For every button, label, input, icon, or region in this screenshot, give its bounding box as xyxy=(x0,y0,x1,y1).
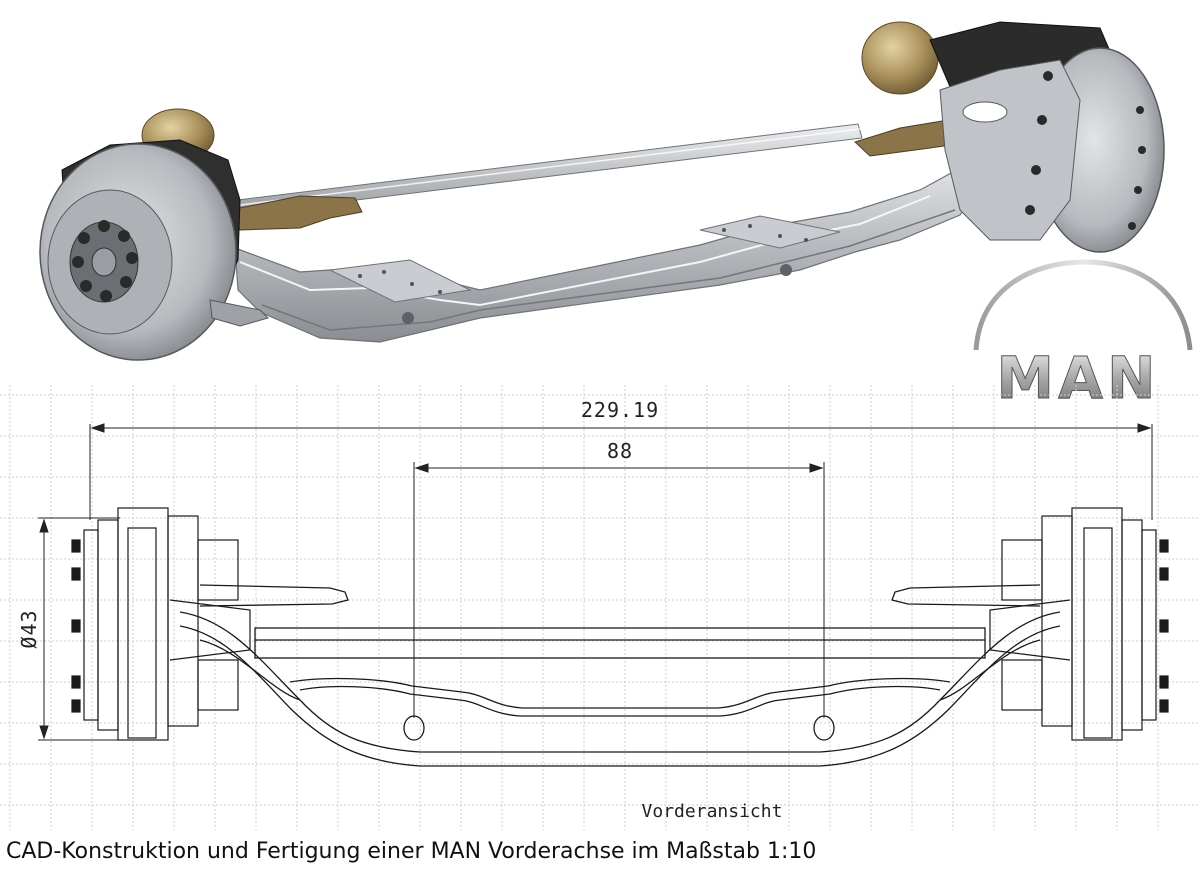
dimension-overall-value: 229.19 xyxy=(581,398,659,422)
man-logo-text: MAN xyxy=(996,344,1159,412)
dimension-diameter xyxy=(38,517,120,741)
steering-arm-left xyxy=(229,195,363,231)
front-view-drawing: 229.19 88 Ø43 xyxy=(0,385,1200,830)
man-logo-arc xyxy=(973,259,1193,351)
left-hub-front-view xyxy=(71,507,251,741)
drawing-grid xyxy=(0,385,1200,830)
right-hub-front-view xyxy=(989,507,1169,741)
view-label: Vorderansicht xyxy=(642,801,783,822)
caption: CAD-Konstruktion und Fertigung einer MAN… xyxy=(6,839,817,864)
right-hub-assembly xyxy=(861,21,1165,253)
dimension-diameter-value: Ø43 xyxy=(17,609,41,648)
dimension-inner-value: 88 xyxy=(607,439,633,463)
left-hub-assembly xyxy=(39,108,269,361)
man-logo: MAN xyxy=(973,259,1193,413)
axle-3d-render xyxy=(39,21,1165,361)
dimension-inner xyxy=(413,462,825,718)
axle-front-outline xyxy=(179,584,1061,767)
dimension-overall xyxy=(89,423,1153,520)
